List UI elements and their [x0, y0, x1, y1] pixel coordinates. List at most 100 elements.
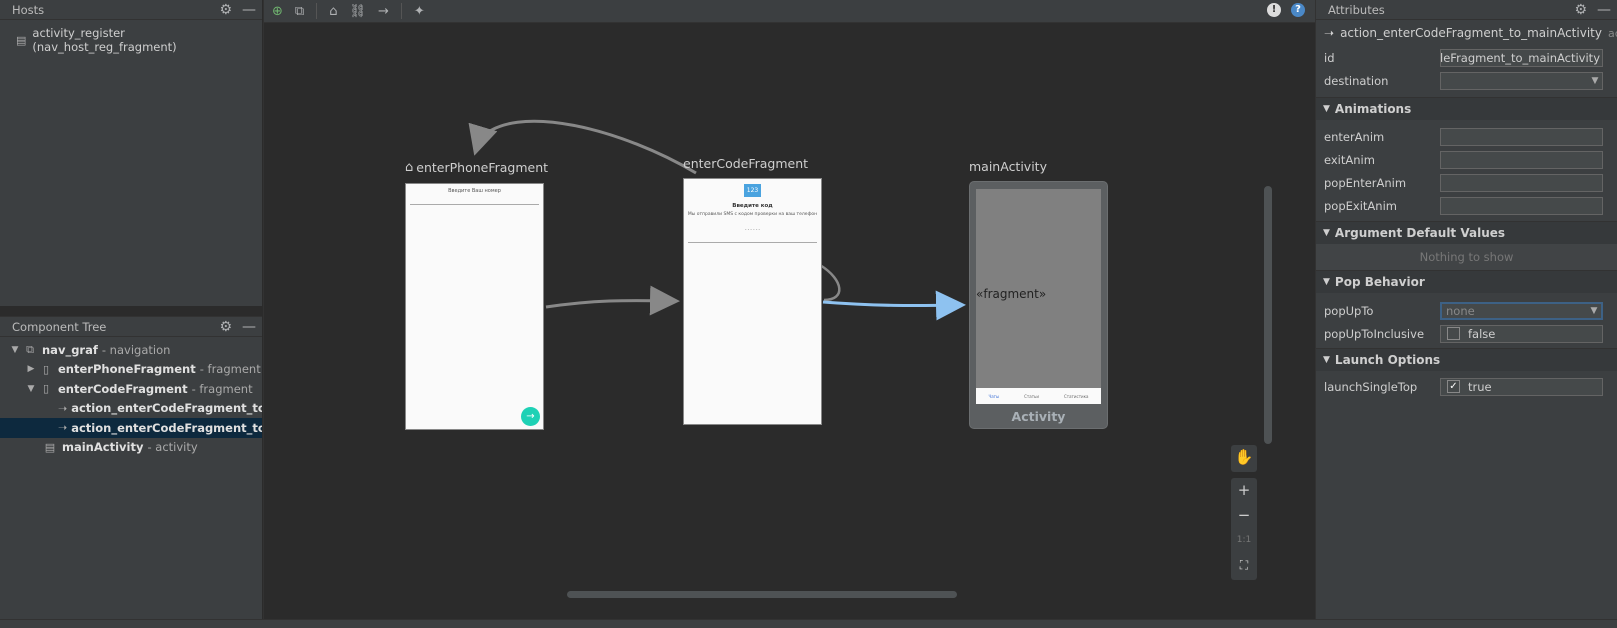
dest-main-activity-screen[interactable]: «fragment» Чаты Статьи Статистика Activi…	[969, 181, 1108, 429]
attributes-panel: Attributes ⚙ — ➝ action_enterCodeFragmen…	[1315, 0, 1617, 619]
launch-single-top-field[interactable]: ✓ true	[1440, 377, 1603, 396]
navigation-canvas[interactable]: ⊕ ⧉ ⌂ ⛓ → ✦ ! ? ⌂ enterPhoneFragment	[263, 0, 1315, 619]
sms-badge: 123	[744, 184, 761, 197]
code-dots: - - - - - -	[744, 227, 761, 232]
launch-single-top-checkbox[interactable]: ✓	[1447, 380, 1460, 393]
minimize-icon[interactable]: —	[1597, 1, 1611, 18]
pop-up-to-value: none	[1446, 303, 1475, 318]
tree-row-action-1[interactable]: ➝ action_enterCodeFragment_to...	[0, 399, 262, 419]
id-field[interactable]: CodeFragment_to_mainActivity	[1440, 48, 1603, 67]
tree-row-main-activity[interactable]: ▤ mainActivity - activity	[0, 438, 262, 458]
chevron-down-icon: ▼	[1323, 355, 1330, 365]
chevron-down-icon: ▼	[1323, 228, 1330, 238]
host-item[interactable]: ▤ activity_register (nav_host_reg_fragme…	[0, 20, 262, 54]
minimize-icon[interactable]: —	[242, 318, 256, 335]
warning-icon[interactable]: !	[1267, 3, 1281, 17]
tree-row-enter-phone[interactable]: ▶ ▯ enterPhoneFragment - fragment	[0, 360, 262, 380]
pop-up-to-select[interactable]: none ▼	[1440, 301, 1603, 320]
tree-row-enter-code[interactable]: ▼ ▯ enterCodeFragment - fragment	[0, 379, 262, 399]
pop-enter-anim-field[interactable]	[1440, 173, 1603, 192]
dest-enter-code-label[interactable]: enterCodeFragment	[683, 156, 808, 171]
attr-row-exit-anim: exitAnim	[1316, 148, 1617, 171]
pop-inclusive-value: false	[1468, 326, 1496, 341]
minimize-icon[interactable]: —	[242, 1, 256, 18]
horizontal-scrollbar[interactable]	[567, 591, 957, 598]
dest-label-text: enterPhoneFragment	[416, 160, 549, 175]
arrow-right-icon: ➝	[58, 421, 68, 435]
zoom-actual-button[interactable]: 1:1	[1236, 535, 1252, 545]
gear-icon[interactable]: ⚙	[1574, 1, 1587, 18]
dest-label-text: enterCodeFragment	[683, 156, 809, 171]
tree-row-nav-graf[interactable]: ▼ ⧉ nav_graf - navigation	[0, 340, 262, 360]
new-destination-icon[interactable]: ⊕	[272, 3, 283, 19]
exit-anim-field[interactable]	[1440, 150, 1603, 169]
pop-exit-anim-field[interactable]	[1440, 196, 1603, 215]
layout-icon: ▤	[16, 33, 27, 47]
phone-hint-text: Введите Ваш номер	[448, 188, 501, 194]
canvas-toolbar: ⊕ ⧉ ⌂ ⛓ → ✦ ! ?	[264, 0, 1315, 23]
attr-label: popExitAnim	[1324, 198, 1397, 213]
auto-arrange-icon[interactable]: ✦	[413, 3, 425, 19]
attr-row-pop-enter-anim: popEnterAnim	[1316, 171, 1617, 194]
arrow-right-icon: ➝	[58, 401, 68, 415]
chevron-down-icon: ▼	[1590, 305, 1598, 316]
status-bar	[0, 619, 1617, 628]
component-tree-panel: Component Tree ⚙ — ▼ ⧉ nav_graf - naviga…	[0, 316, 262, 619]
zoom-out-button[interactable]: −	[1237, 506, 1251, 524]
home-icon: ⌂	[405, 160, 414, 175]
destination-select[interactable]: ▼	[1440, 71, 1603, 90]
tree-row-label: enterCodeFragment	[58, 381, 188, 396]
tree-row-label: enterPhoneFragment	[58, 362, 196, 377]
action-phone-to-code[interactable]	[545, 285, 680, 316]
action-code-to-main[interactable]	[822, 290, 966, 321]
home-icon[interactable]: ⌂	[329, 3, 338, 19]
gear-icon[interactable]: ⚙	[219, 1, 232, 18]
chevron-right-icon[interactable]: ▶	[27, 364, 35, 375]
pop-inclusive-checkbox[interactable]	[1447, 327, 1460, 340]
pan-tool[interactable]: ✋	[1231, 445, 1257, 472]
fab-button[interactable]: →	[521, 407, 540, 426]
dest-enter-phone-label[interactable]: ⌂ enterPhoneFragment	[405, 160, 548, 175]
hand-icon[interactable]: ✋	[1234, 448, 1254, 466]
attr-label: popEnterAnim	[1324, 175, 1407, 190]
dest-main-activity-label[interactable]: mainActivity	[969, 159, 1047, 174]
section-launch-options[interactable]: ▼ Launch Options	[1316, 348, 1617, 371]
arguments-empty-text: Nothing to show	[1316, 244, 1617, 270]
navigation-icon: ⧉	[26, 342, 34, 356]
section-title: Pop Behavior	[1334, 275, 1425, 289]
section-arguments[interactable]: ▼ Argument Default Values	[1316, 221, 1617, 244]
tree-row-type: - navigation	[101, 342, 171, 357]
attr-row-pop-exit-anim: popExitAnim	[1316, 194, 1617, 217]
help-icon[interactable]: ?	[1291, 3, 1305, 17]
link-icon[interactable]: ⛓	[349, 3, 366, 19]
chevron-down-icon: ▼	[1591, 75, 1599, 86]
nested-graph-icon[interactable]: ⧉	[294, 3, 305, 19]
attr-label: enterAnim	[1324, 129, 1385, 144]
chevron-down-icon[interactable]: ▼	[11, 344, 19, 355]
tree-row-action-2[interactable]: ➝ action_enterCodeFragment_to...	[0, 418, 262, 438]
dest-enter-code-screen[interactable]: 123 Введите код Мы отправили SMS с кодом…	[683, 178, 822, 425]
enter-anim-field[interactable]	[1440, 127, 1603, 146]
attr-label: destination	[1324, 73, 1389, 88]
id-value: CodeFragment_to_mainActivity	[1441, 50, 1600, 65]
attr-label: popUpTo	[1324, 303, 1374, 318]
attr-row-destination: destination ▼	[1316, 69, 1617, 92]
zoom-fit-icon[interactable]: ⛶	[1239, 558, 1249, 572]
attributes-header: Attributes ⚙ —	[1316, 0, 1617, 20]
chevron-down-icon[interactable]: ▼	[27, 383, 35, 394]
section-pop-behavior[interactable]: ▼ Pop Behavior	[1316, 270, 1617, 293]
graph-connections	[468, 119, 966, 321]
section-animations[interactable]: ▼ Animations	[1316, 97, 1617, 120]
tree-row-type: - fragment	[199, 362, 261, 377]
zoom-in-button[interactable]: +	[1237, 481, 1251, 499]
vertical-scrollbar[interactable]	[1264, 186, 1272, 444]
action-code-self-loop[interactable]	[819, 263, 841, 302]
dest-enter-phone-screen[interactable]: Введите Ваш номер →	[405, 183, 544, 430]
gear-icon[interactable]: ⚙	[219, 318, 232, 335]
arrow-right-icon[interactable]: →	[377, 3, 389, 19]
pop-inclusive-field[interactable]: false	[1440, 324, 1603, 343]
attr-label: popUpToInclusive	[1324, 326, 1425, 341]
action-code-to-phone[interactable]	[468, 119, 697, 175]
attr-row-pop-up-to: popUpTo none ▼	[1316, 299, 1617, 322]
tree-row-label: action_enterCodeFragment_to...	[71, 420, 262, 435]
